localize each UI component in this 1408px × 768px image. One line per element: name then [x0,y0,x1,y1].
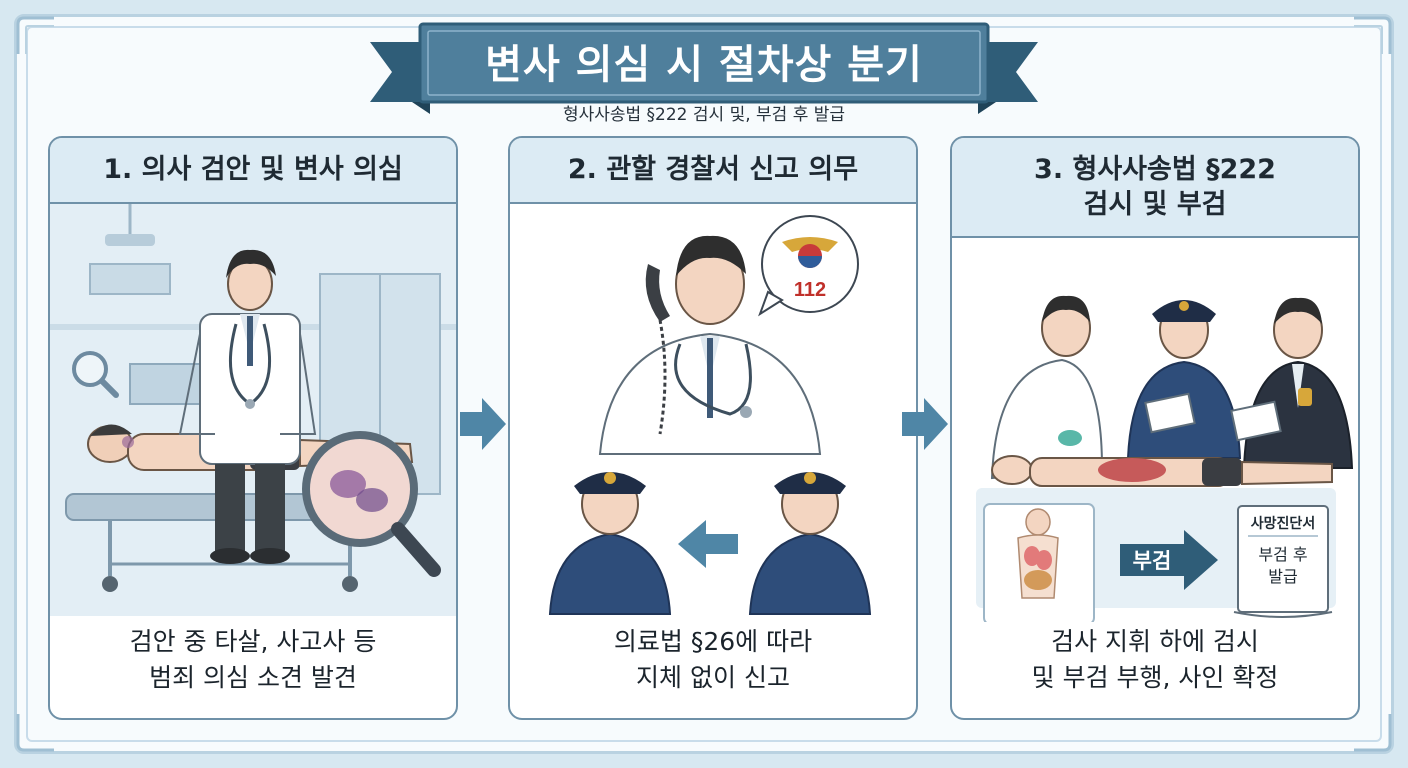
step-1-caption: 검안 중 타살, 사고사 등 범죄 의심 소견 발견 [60,624,446,697]
step-3-heading: 3. 형사사송법 §222 검시 및 부검 [952,138,1358,238]
corner-ornament-bl [16,714,54,752]
page-title: 변사 의심 시 절차상 분기 [485,42,923,88]
step-1-panel: 1. 의사 검안 및 변사 의심 [48,136,458,720]
step-3-caption: 검사 지휘 하에 검시 및 부검 부행, 사인 확정 [962,624,1348,697]
doctor-figure [990,295,1104,480]
left-arrow-icon [678,520,738,568]
step-3-heading-line1: 3. 형사사송법 §222 [1034,153,1276,185]
step-2-caption-line2: 지체 없이 신고 [636,662,790,692]
autopsy-label: 부검 [1133,549,1172,573]
step-3-caption-line2: 및 부검 부행, 사인 확정 [1031,662,1279,692]
corner-ornament-tr [1354,16,1392,54]
police-officer-figure [1126,300,1242,459]
step-3-panel: 3. 형사사송법 §222 검시 및 부검 [950,136,1360,720]
police-officer-right [748,472,872,615]
corner-ornament-br [1354,714,1392,752]
certificate-line1: 부검 후 [1258,545,1307,564]
step-1-caption-line1: 검안 중 타살, 사고사 등 [129,626,377,656]
step-3-caption-line1: 검사 지휘 하에 검시 [1051,626,1259,656]
right-arrow-icon [460,398,506,450]
certificate-line2: 발급 [1268,567,1297,586]
police-officer-left [548,472,672,615]
autopsy-illustration: 부검 사망진단서 부검 후 발급 [952,238,1358,622]
step-2-caption: 의료법 §26에 따라 지체 없이 신고 [520,624,906,697]
step-2-panel: 2. 관할 경찰서 신고 의무 112 [508,136,918,720]
police-emblem-icon [782,237,838,268]
phone-icon [645,264,670,435]
badge-number: 112 [794,279,826,301]
title-banner [370,22,1038,114]
step-2-caption-line1: 의료법 §26에 따라 [613,626,813,656]
step-2-heading: 2. 관할 경찰서 신고 의무 [510,138,916,204]
exam-room-illustration [50,204,456,616]
right-arrow-icon [902,398,948,450]
corner-ornament-tl [16,16,54,54]
step-1-caption-line2: 범죄 의심 소견 발견 [149,662,357,692]
step-3-heading-line2: 검시 및 부검 [1083,189,1227,220]
certificate-title: 사망진단서 [1251,515,1315,532]
magnifier-icon [72,351,119,398]
step-1-heading: 1. 의사 검안 및 변사 의심 [50,138,456,204]
police-report-illustration: 112 [510,204,916,616]
detective-figure [1230,297,1354,469]
subtitle: 형사사송법 §222 검시 및, 부검 후 발급 [562,105,846,125]
